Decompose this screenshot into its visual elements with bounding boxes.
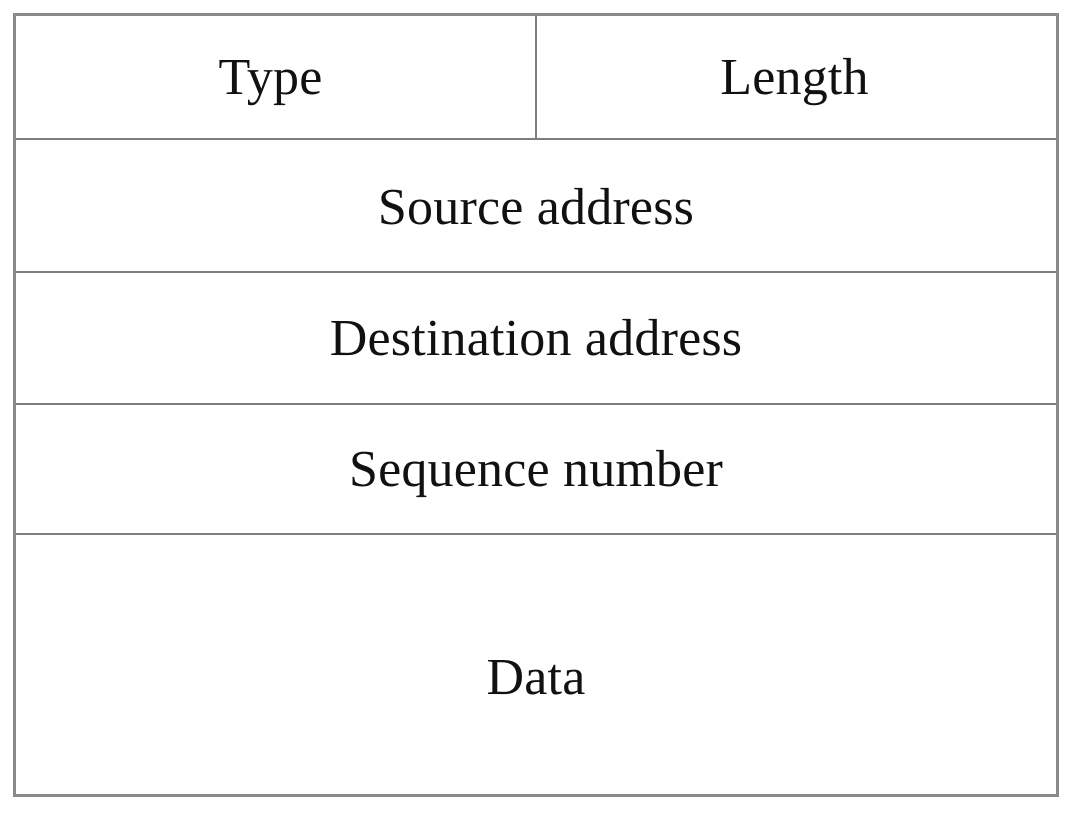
packet-field-length: Length	[537, 16, 1056, 138]
packet-row-source-address: Source address	[16, 140, 1056, 273]
packet-field-length-label: Length	[720, 49, 869, 106]
packet-field-source-address: Source address	[16, 140, 1056, 271]
packet-field-type-label: Type	[218, 49, 323, 106]
packet-field-data-label: Data	[486, 648, 586, 706]
packet-field-sequence-number: Sequence number	[16, 405, 1056, 533]
packet-field-sequence-number-label: Sequence number	[348, 441, 724, 498]
packet-row-data: Data	[16, 535, 1056, 794]
packet-row-sequence-number: Sequence number	[16, 405, 1056, 535]
packet-row-type-length: Type Length	[16, 16, 1056, 140]
packet-field-type: Type	[16, 16, 537, 138]
packet-field-data: Data	[16, 535, 1056, 794]
packet-row-destination-address: Destination address	[16, 273, 1056, 405]
packet-field-destination-address: Destination address	[16, 273, 1056, 403]
packet-field-source-address-label: Source address	[377, 178, 695, 236]
packet-field-destination-address-label: Destination address	[329, 310, 743, 367]
packet-header-diagram: Type Length Source address Destination a…	[13, 13, 1059, 797]
